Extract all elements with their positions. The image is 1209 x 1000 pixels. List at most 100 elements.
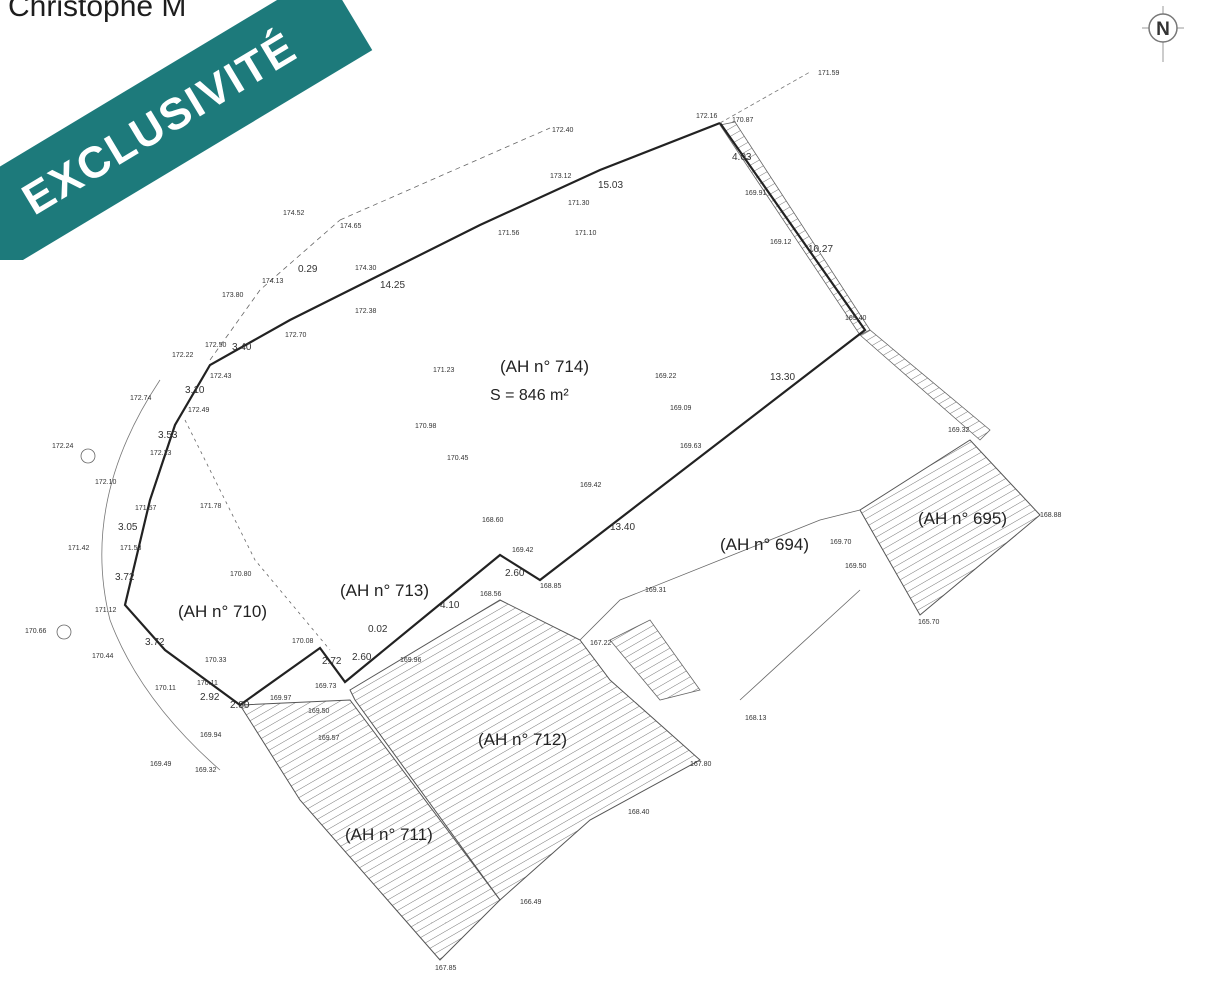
dimension: 2.60: [505, 568, 525, 579]
elevation: 169.22: [655, 373, 677, 380]
elevation: 172.70: [285, 332, 307, 339]
elevation: 169.12: [770, 239, 792, 246]
elevation: 169.42: [512, 547, 534, 554]
parcel-695-hatch: [859, 439, 1041, 616]
elevation: 171.53: [120, 545, 142, 552]
dimension: 2.80: [230, 700, 250, 711]
dimension: 3.05: [118, 522, 138, 533]
exclusivity-ribbon: EXCLUSIVITÉ: [0, 0, 420, 260]
elevation: 168.56: [480, 591, 502, 598]
elevation: 170.98: [415, 423, 437, 430]
elevation: 169.42: [580, 482, 602, 489]
elevation: 174.52: [283, 210, 305, 217]
strip-hatch-lower: [859, 329, 991, 441]
elevation: 169.96: [400, 657, 422, 664]
ribbon-band: EXCLUSIVITÉ: [0, 0, 373, 260]
elevation: 166.49: [520, 899, 542, 906]
parcel-714-boundary: [123, 121, 867, 707]
author-name: Christophe M: [8, 0, 187, 23]
dimension: 13.30: [770, 372, 795, 383]
elevation: 172.38: [355, 308, 377, 315]
elevation: 172.43: [210, 373, 232, 380]
parcel-label-711: (AH n° 711): [345, 825, 433, 844]
elevation: 172.24: [52, 443, 74, 450]
elevation: 173.12: [550, 173, 572, 180]
elevation: 169.32: [195, 767, 217, 774]
elevation: 172.16: [696, 113, 718, 120]
north-leader: [719, 71, 811, 124]
elevation: 170.66: [25, 628, 47, 635]
elevation: 171.30: [568, 200, 590, 207]
elevation: 172.22: [172, 352, 194, 359]
parcel-label-713: (AH n° 713): [340, 581, 429, 600]
elevation: 172.49: [188, 407, 210, 414]
elevation: 171.56: [498, 230, 520, 237]
elevation: 172.50: [205, 342, 227, 349]
parcel-694-edge: [579, 509, 861, 641]
dimension: 14.25: [380, 280, 405, 291]
elevation: 170.11: [155, 685, 176, 692]
elevation: 169.63: [680, 443, 702, 450]
dimension: 0.29: [298, 264, 318, 275]
elevation: 165.70: [918, 619, 940, 626]
elevation: 174.65: [340, 223, 362, 230]
strip-hatch-small: [609, 619, 701, 701]
dimension: 3.40: [232, 342, 252, 353]
elevation: 172.10: [95, 479, 117, 486]
parcel-label-714: (AH n° 714): [500, 357, 589, 376]
dimension: 3.10: [185, 385, 205, 396]
survey-marker: [56, 624, 72, 640]
elevation: 170.08: [292, 638, 314, 645]
dimension: 10.27: [808, 244, 833, 255]
parcel-711-hatch: [239, 699, 501, 961]
elevation: 167.80: [690, 761, 712, 768]
elevation: 170.11: [197, 680, 218, 687]
elevation: 172.74: [130, 395, 152, 402]
elevation: 171.78: [200, 503, 222, 510]
dimension: 2.92: [200, 692, 220, 703]
dashed-boundary: [339, 127, 551, 221]
elevation: 174.13: [262, 278, 284, 285]
dimension: 3.72: [145, 637, 165, 648]
elevation: 169.31: [645, 587, 667, 594]
dimension: 15.03: [598, 180, 623, 191]
elevation: 168.40: [628, 809, 650, 816]
dimension: 3.72: [115, 572, 135, 583]
elevation: 169.94: [200, 732, 222, 739]
elevation: 171.59: [818, 70, 840, 77]
ribbon-label: EXCLUSIVITÉ: [14, 22, 306, 225]
dimension: 2.72: [322, 656, 342, 667]
elevation: 169.73: [315, 683, 337, 690]
dimension: 0.02: [368, 624, 388, 635]
elevation: 168.13: [745, 715, 767, 722]
elevation: 170.45: [447, 455, 469, 462]
elevation: 171.10: [575, 230, 597, 237]
dimension: 2.60: [352, 652, 372, 663]
parcel-label-710: (AH n° 710): [178, 602, 267, 621]
compass-label: N: [1156, 19, 1170, 40]
survey-marker: [80, 448, 96, 464]
elevation: 168.85: [540, 583, 562, 590]
dimension: 13.40: [610, 522, 635, 533]
elevation: 169.97: [270, 695, 292, 702]
elevation: 169.50: [845, 563, 867, 570]
elevation: 167.85: [435, 965, 457, 972]
dashed-inner: [184, 419, 331, 651]
parcel-694-edge-2: [739, 589, 861, 701]
dimension: 3.53: [158, 430, 178, 441]
road-edge-curve: [101, 379, 221, 771]
elevation: 169.49: [150, 761, 172, 768]
dimension: 4.03: [732, 152, 752, 163]
dimension: 4.10: [440, 600, 460, 611]
elevation: 171.42: [68, 545, 90, 552]
elevation: 167.22: [590, 640, 612, 647]
parcel-label-695: (AH n° 695): [918, 509, 1007, 528]
parcel-712-hatch: [349, 599, 701, 901]
elevation: 169.50: [308, 708, 330, 715]
elevation: 170.44: [92, 653, 114, 660]
parcel-label-712: (AH n° 712): [478, 730, 567, 749]
elevation: 173.80: [222, 292, 244, 299]
elevation: 171.12: [95, 607, 117, 614]
elevation: 169.70: [830, 539, 852, 546]
